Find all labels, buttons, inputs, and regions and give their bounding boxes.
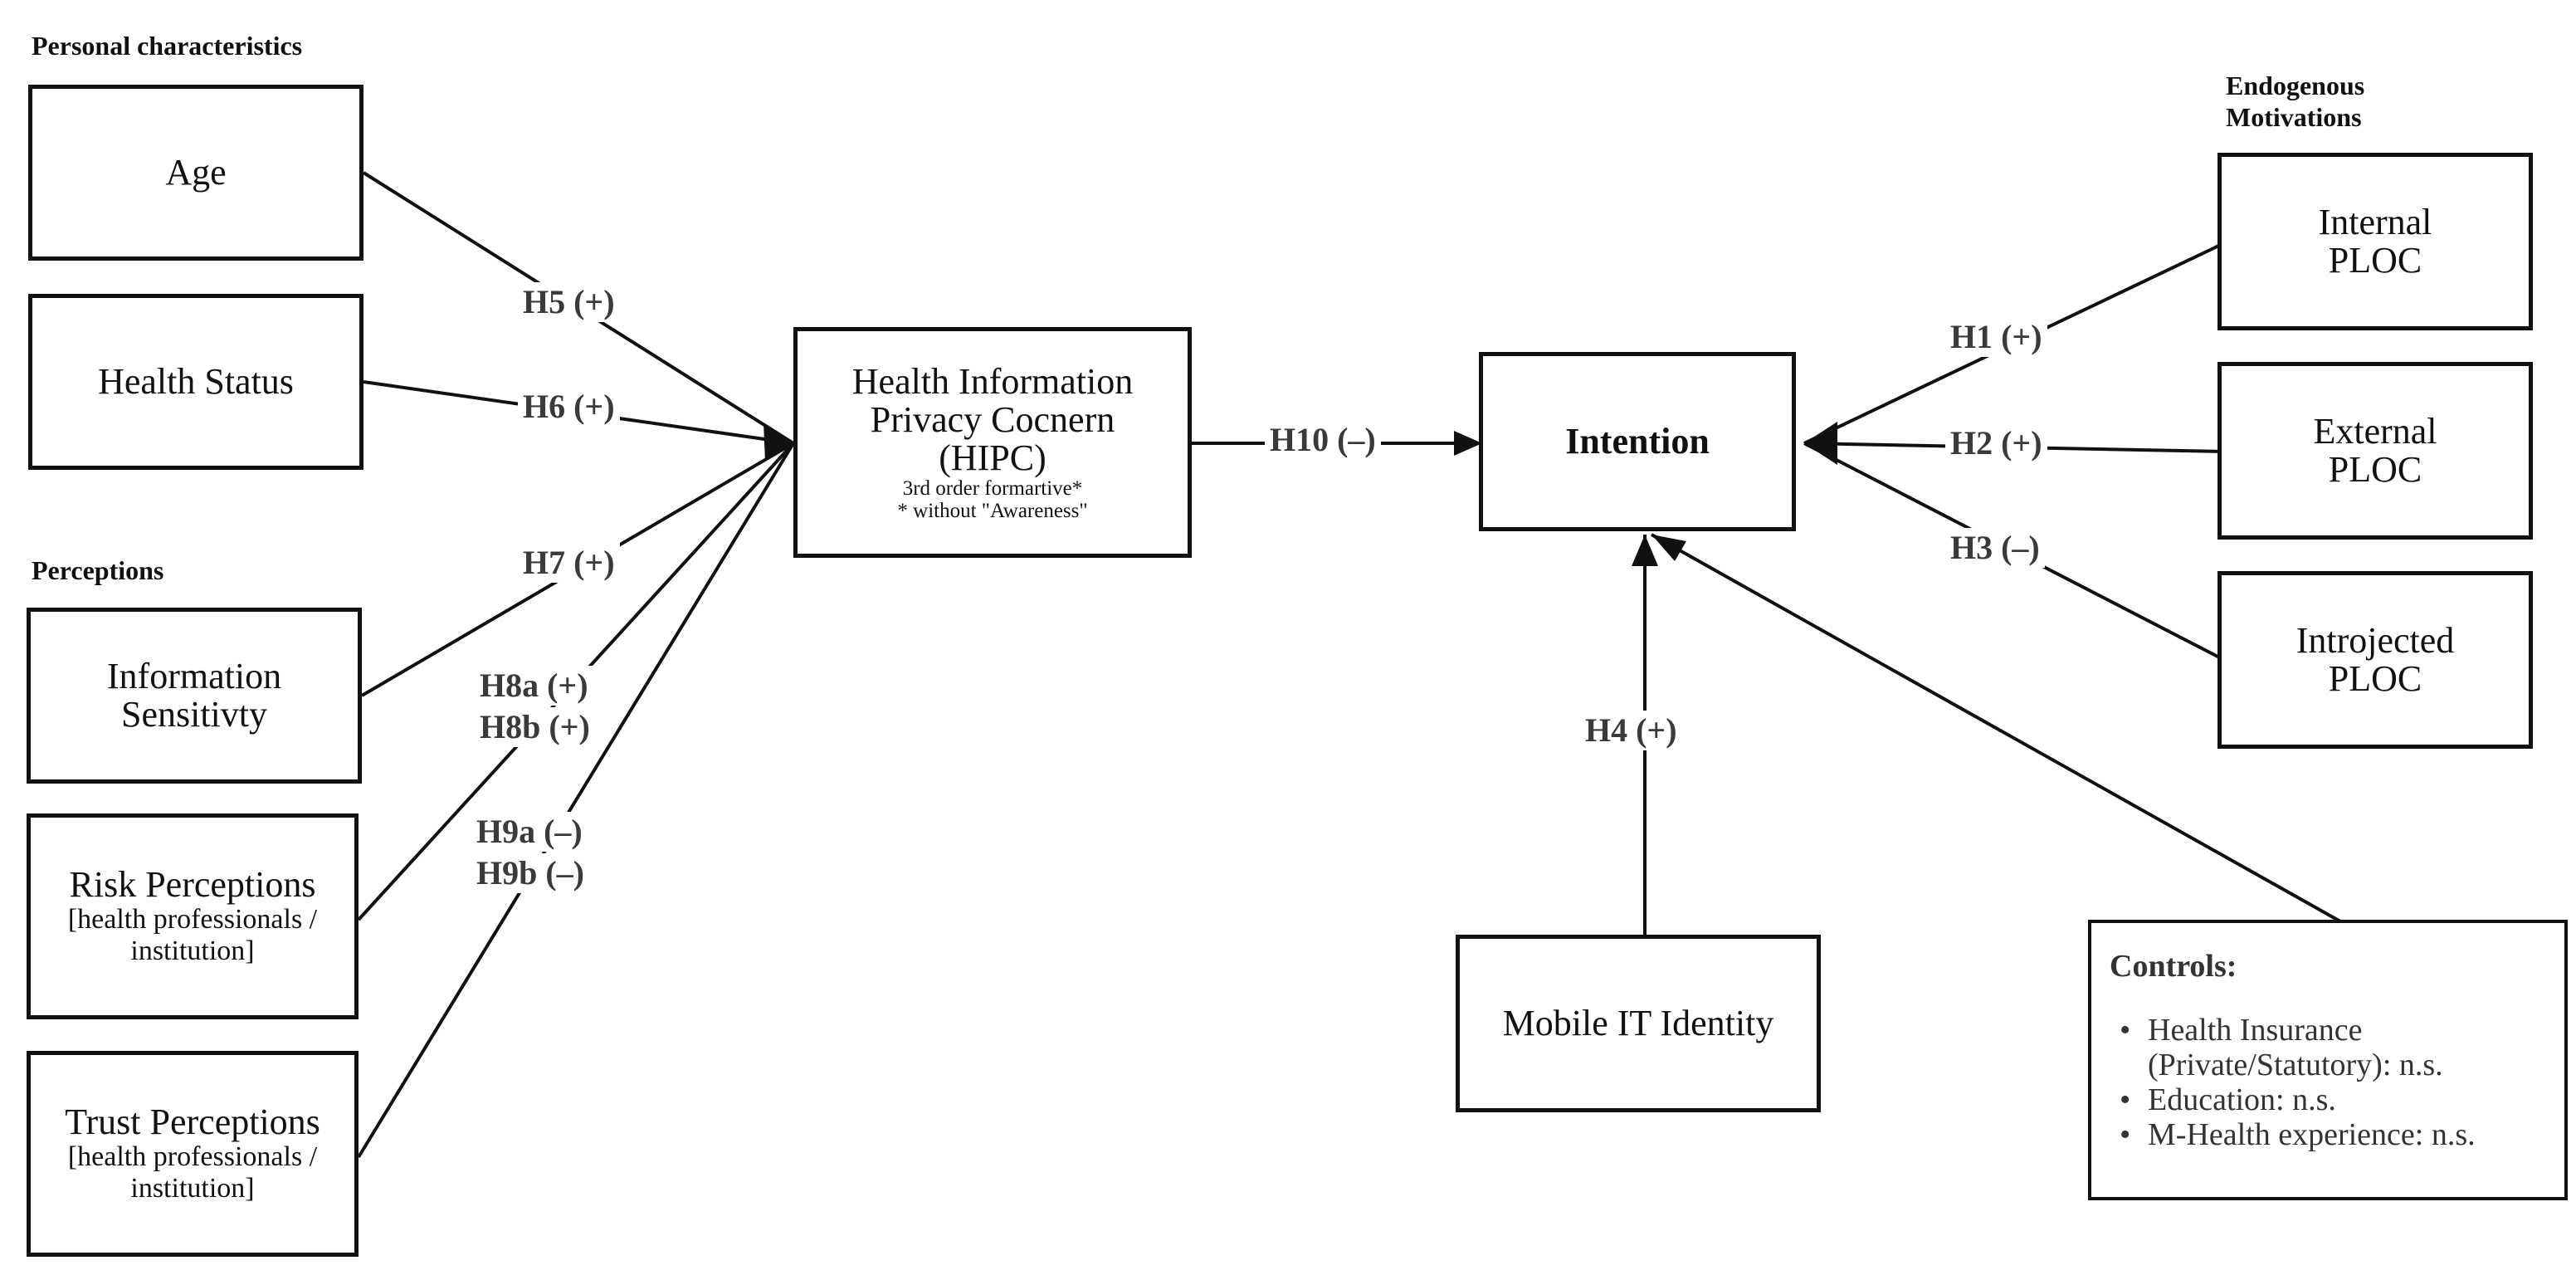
arrowhead-hipc-icon [764,423,793,462]
label-h8b: H8b (+) [475,707,595,747]
section-endogenous-motivations: Endogenous Motivations [2226,70,2364,133]
controls-list: Health Insurance (Private/Statutory): n.… [2110,1013,2564,1152]
node-health-status-label: Health Status [98,361,294,402]
node-info-sensitivity-line1: Information [106,656,282,696]
controls-item: Education: n.s. [2110,1082,2564,1117]
label-h3: H3 (–) [1945,528,2045,568]
arrow-trust-hipc [357,442,795,1159]
label-h8a: H8a (+) [475,666,593,706]
label-h9a: H9a (–) [471,812,588,852]
node-age-label: Age [165,152,227,193]
node-health-status: Health Status [28,294,363,470]
controls-item-line1: Education: n.s. [2148,1082,2336,1117]
node-internal-ploc: Internal PLOC [2217,153,2533,330]
controls-item-line1: M-Health experience: n.s. [2148,1117,2476,1152]
node-risk-title: Risk Perceptions [69,864,316,905]
node-risk-sub-line2: institution] [130,935,255,966]
node-intention-label: Intention [1565,421,1710,462]
controls-item: Health Insurance (Private/Statutory): n.… [2110,1013,2564,1082]
node-info-sensitivity-line2: Sensitivty [120,694,268,735]
node-hipc-note1: 3rd order formartive* [902,477,1083,500]
node-hipc: Health Information Privacy Cocnern (HIPC… [793,327,1192,558]
label-h6: H6 (+) [518,387,620,427]
label-h5: H5 (+) [518,282,620,322]
arrowhead-intention-controls-icon [1651,535,1686,561]
node-hipc-line1: Health Information [851,361,1134,402]
controls-item-line2: (Private/Statutory): n.s. [2148,1048,2443,1082]
section-endogenous-line1: Endogenous [2226,71,2365,100]
arrowhead-intention-right-icon [1804,422,1837,465]
node-mobile-it-label: Mobile IT Identity [1502,1003,1774,1043]
node-internal-line2: PLOC [2328,240,2422,281]
controls-box: Controls: Health Insurance (Private/Stat… [2088,920,2568,1200]
node-age: Age [28,85,363,261]
controls-title: Controls: [2110,949,2237,984]
label-h4: H4 (+) [1580,711,1682,750]
label-h2: H2 (+) [1945,423,2047,463]
arrowhead-hipc-to-intention-icon [1454,431,1482,456]
node-external-ploc: External PLOC [2217,362,2533,540]
arrowhead-intention-bottom-icon [1632,535,1658,566]
node-trust-perceptions: Trust Perceptions [health professionals … [27,1051,359,1257]
node-trust-title: Trust Perceptions [65,1102,320,1142]
section-endogenous-line2: Motivations [2226,102,2362,132]
node-intention: Intention [1479,352,1796,531]
node-introjected-ploc: Introjected PLOC [2217,571,2533,749]
node-internal-line1: Internal [2318,202,2432,242]
node-hipc-line2: Privacy Cocnern [870,399,1115,440]
node-risk-sub-line1: [health professionals / [67,904,318,935]
node-risk-perceptions: Risk Perceptions [health professionals /… [27,813,359,1019]
node-hipc-note2: * without "Awareness" [897,500,1088,522]
arrow-controls-intention [1651,533,2341,923]
node-introjected-line1: Introjected [2295,620,2455,661]
node-mobile-it-identity: Mobile IT Identity [1456,935,1821,1112]
controls-item: M-Health experience: n.s. [2110,1117,2564,1152]
node-information-sensitivity: Information Sensitivty [27,608,362,784]
section-personal-characteristics: Personal characteristics [32,31,303,61]
node-external-line2: PLOC [2328,449,2422,490]
label-h10: H10 (–) [1265,420,1381,460]
node-trust-sub-line1: [health professionals / [67,1141,318,1172]
node-trust-sub-line2: institution] [130,1173,255,1204]
section-perceptions: Perceptions [32,555,164,585]
node-introjected-line2: PLOC [2328,658,2422,699]
label-h7: H7 (+) [518,543,620,583]
label-h1: H1 (+) [1945,317,2047,357]
node-external-line1: External [2313,411,2437,452]
node-hipc-line3: (HIPC) [939,437,1046,478]
label-h9b: H9b (–) [471,853,589,893]
controls-item-line1: Health Insurance [2148,1013,2363,1048]
